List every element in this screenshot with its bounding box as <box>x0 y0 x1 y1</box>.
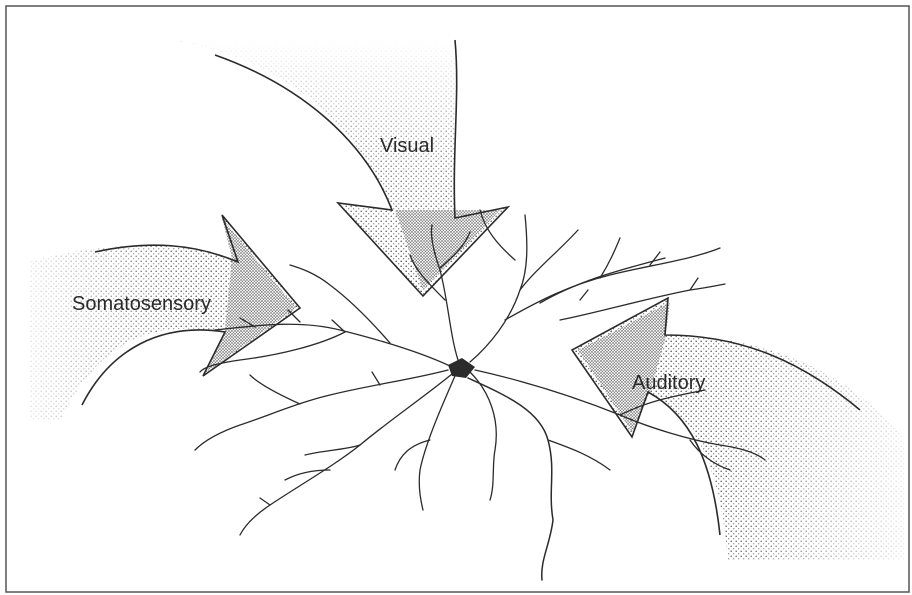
somatosensory-label: Somatosensory <box>72 293 211 315</box>
neuron <box>195 210 765 580</box>
visual-label: Visual <box>380 135 434 157</box>
auditory-arrow <box>572 298 904 560</box>
somatosensory-arrow <box>30 215 300 420</box>
auditory-label: Auditory <box>632 372 705 394</box>
